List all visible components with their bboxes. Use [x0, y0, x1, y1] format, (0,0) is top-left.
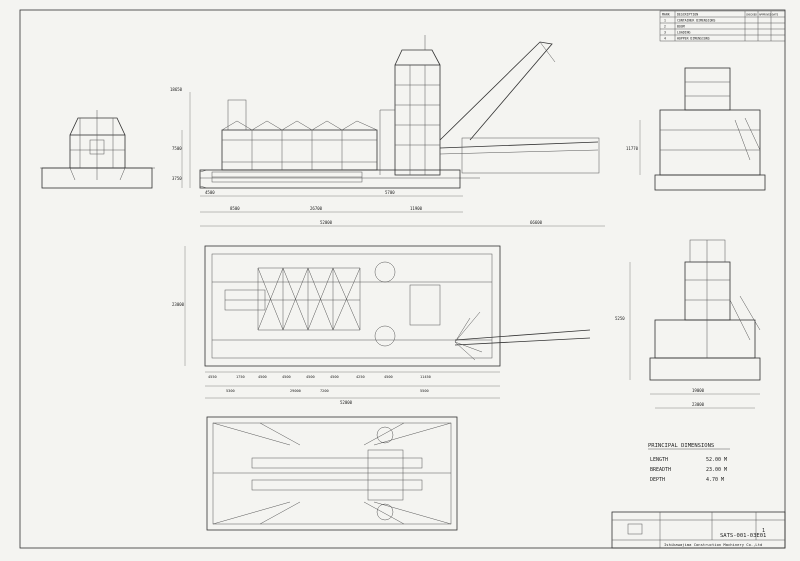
company-logo [627, 523, 643, 535]
plan-width: 23000 [172, 302, 185, 307]
plan-lower-seg-2: 7200 [320, 389, 329, 393]
hull-frame-view [206, 416, 458, 531]
elev-seg-2: 8500 [230, 206, 240, 211]
elev-left-height: 18650 [170, 87, 183, 92]
end-height-1: 11770 [626, 146, 639, 151]
rev-row-1-mark: 1 [664, 19, 666, 23]
elev-seg-4: 5700 [385, 190, 395, 195]
plan-seg-5: 4500 [306, 375, 315, 379]
plan-seg-2: 1750 [236, 375, 245, 379]
drawing-number: SATS-001-03E01 [720, 533, 766, 539]
title-block: SATS-001-03E01 1 Ishikawajima Constructi… [611, 511, 786, 549]
rev-header-mark: MARK [662, 13, 670, 17]
plan-sub-total: 29000 [290, 389, 301, 393]
rev-header-date: DATE [772, 13, 779, 17]
principal-dimensions: PRINCIPAL DIMENSIONS LENGTH 52.00 M BREA… [648, 443, 730, 483]
sheet-number: 1 [762, 528, 765, 534]
rev-header-chk: CHECKED [746, 13, 757, 17]
principal-depth-value: 4.70 M [706, 477, 724, 483]
principal-heading: PRINCIPAL DIMENSIONS [648, 443, 714, 449]
rev-row-1-desc: CONTAINER DIMENSIONS [677, 19, 715, 23]
elev-seg-3: 26700 [310, 206, 323, 211]
plan-lower-seg-3: 5500 [420, 389, 429, 393]
company-name: Ishikawajima Construction Machinery Co.,… [664, 542, 762, 547]
elev-bottom-total: 66600 [530, 220, 543, 225]
plan-seg-7: 4250 [356, 375, 365, 379]
revision-table: MARK DESCRIPTION CHECKED APPROVED DATE 1… [659, 10, 786, 42]
end-view-right: 11770 [626, 67, 766, 191]
section-inner-width: 19000 [692, 388, 705, 393]
plan-overall-length: 52000 [340, 400, 353, 405]
rev-header-desc: DESCRIPTION [677, 13, 698, 17]
plan-view: 4550 1750 4500 4500 4500 4500 4250 4500 … [172, 245, 591, 405]
elev-overall-length: 52000 [320, 220, 333, 225]
elev-height-2: 3750 [172, 176, 182, 181]
plan-seg-3: 4500 [258, 375, 267, 379]
principal-length-label: LENGTH [650, 457, 668, 463]
rev-row-2-mark: 2 [664, 25, 666, 29]
elev-seg-1: 4500 [205, 190, 215, 195]
elev-height-1: 7500 [172, 146, 182, 151]
plan-seg-6: 4500 [330, 375, 339, 379]
principal-breadth-value: 23.00 M [706, 467, 727, 473]
end-view-small [40, 110, 155, 189]
elev-seg-5: 11900 [410, 206, 423, 211]
principal-depth-label: DEPTH [650, 477, 665, 483]
principal-breadth-label: BREADTH [650, 467, 671, 473]
rev-header-app: APPROVED [759, 13, 772, 17]
sheet-border [19, 9, 786, 549]
principal-length-value: 52.00 M [706, 457, 727, 463]
rev-row-3-mark: 3 [664, 31, 666, 35]
rev-row-2-desc: BOOM [677, 25, 685, 29]
section-width: 23000 [692, 402, 705, 407]
plan-seg-8: 4500 [384, 375, 393, 379]
plan-seg-9: 11450 [420, 375, 431, 379]
rev-row-4-mark: 4 [664, 37, 666, 41]
plan-lower-seg-1: 5300 [226, 389, 235, 393]
rev-row-3-desc: LOADING [677, 31, 691, 35]
section-height: 5250 [615, 316, 625, 321]
section-view-right: 19000 23000 5250 [615, 239, 761, 409]
plan-seg-1: 4550 [208, 375, 217, 379]
plan-seg-4: 4500 [282, 375, 291, 379]
elevation-view: 4500 8500 26700 5700 11900 52000 66600 1… [170, 35, 605, 227]
rev-row-4-desc: HOPPER DIMENSIONS [677, 37, 710, 41]
